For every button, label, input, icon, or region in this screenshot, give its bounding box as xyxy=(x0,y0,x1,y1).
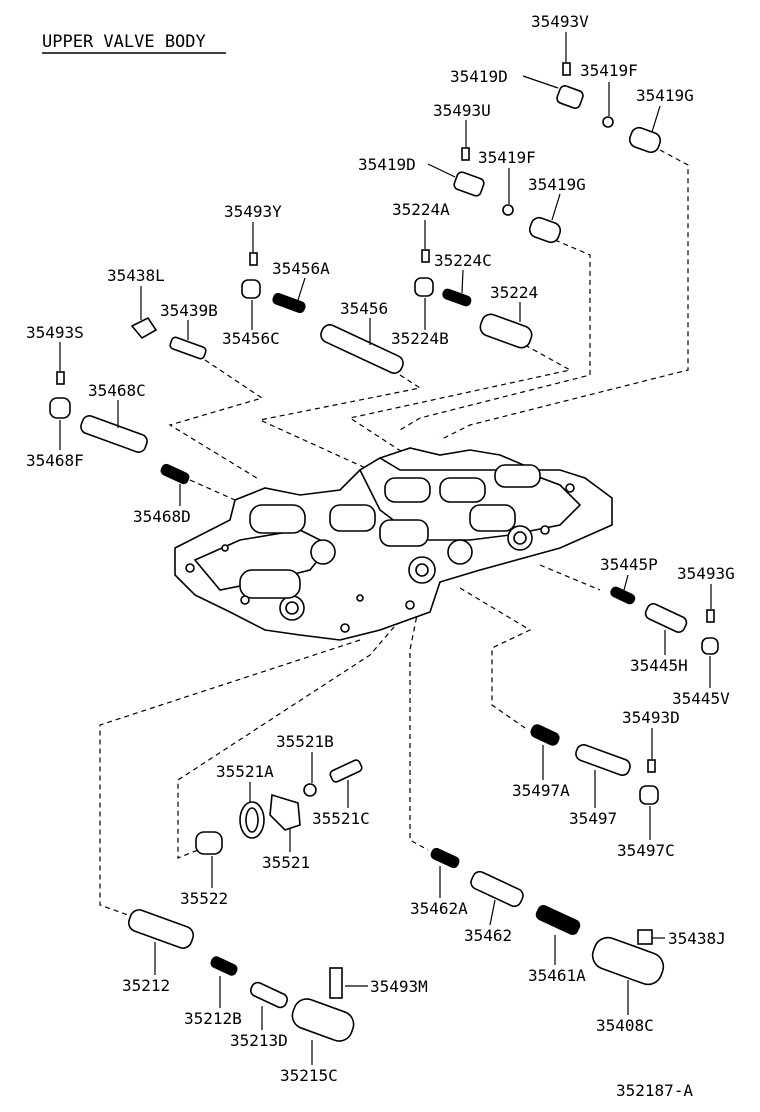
label-35212B: 35212B xyxy=(184,1009,242,1028)
part-35493M-drawing xyxy=(329,967,343,999)
part-35493S-drawing xyxy=(56,371,65,385)
label-35456C: 35456C xyxy=(222,329,280,348)
label-35224A: 35224A xyxy=(392,200,450,219)
label-35419D-top: 35419D xyxy=(450,67,508,86)
label-35212: 35212 xyxy=(122,976,170,995)
part-35497-valve-drawing xyxy=(575,744,631,776)
label-35462: 35462 xyxy=(464,926,512,945)
part-35462A-spring-drawing xyxy=(430,847,460,869)
label-35493G: 35493G xyxy=(677,564,735,583)
dashed-routing-lines xyxy=(99,149,689,916)
label-35493V: 35493V xyxy=(531,12,589,31)
part-35224C-spring-drawing xyxy=(442,288,472,307)
label-35419G: 35419G xyxy=(528,175,586,194)
part-35438L-clip-drawing xyxy=(130,316,158,340)
label-35521: 35521 xyxy=(262,853,310,872)
label-35419F: 35419F xyxy=(478,148,536,167)
part-35445V-drawing xyxy=(701,637,719,655)
label-35497C: 35497C xyxy=(617,841,675,860)
part-35497A-spring-drawing xyxy=(530,724,560,746)
part-35493U-drawing xyxy=(461,147,470,161)
part-35419D-drawing xyxy=(453,171,485,197)
part-35521A-spring-drawing xyxy=(239,801,265,839)
label-35439B: 35439B xyxy=(160,301,218,320)
label-35224C: 35224C xyxy=(434,251,492,270)
label-35419D: 35419D xyxy=(358,155,416,174)
part-35212-valve-drawing xyxy=(127,909,195,949)
part-35522-sleeve-drawing xyxy=(195,831,223,855)
part-35497C-drawing xyxy=(639,785,659,805)
leader-lines xyxy=(59,32,712,1065)
part-35213D-valve-drawing xyxy=(249,981,289,1009)
label-35456A: 35456A xyxy=(272,259,330,278)
part-35445P-spring-drawing xyxy=(610,586,636,605)
diagram-title: UPPER VALVE BODY xyxy=(42,32,206,52)
part-35224-valve-drawing xyxy=(479,313,533,349)
label-35468D: 35468D xyxy=(133,507,191,526)
label-35213D: 35213D xyxy=(230,1031,288,1050)
label-35521B: 35521B xyxy=(276,732,334,751)
label-35468F: 35468F xyxy=(26,451,84,470)
label-35445H: 35445H xyxy=(630,656,688,675)
label-35408C: 35408C xyxy=(596,1016,654,1035)
part-35224A-drawing xyxy=(421,249,430,263)
part-35445H-valve-drawing xyxy=(644,603,688,633)
part-35468D-spring-drawing xyxy=(160,463,190,485)
part-35521C-bolt-drawing xyxy=(329,759,363,783)
label-35493D: 35493D xyxy=(622,708,680,727)
part-35468F-drawing xyxy=(49,397,71,419)
part-35419G-top-drawing xyxy=(628,126,662,154)
part-35493D-drawing xyxy=(647,759,656,773)
label-35445P: 35445P xyxy=(600,555,658,574)
label-35419G-top: 35419G xyxy=(636,86,694,105)
part-35419F-top-drawing xyxy=(602,116,614,128)
label-35497A: 35497A xyxy=(512,781,570,800)
label-35468C: 35468C xyxy=(88,381,146,400)
figure-id: 352187-A xyxy=(616,1081,693,1100)
part-35521-plate-drawing xyxy=(269,793,301,831)
part-35521B-washer-drawing xyxy=(303,783,317,797)
label-35215C: 35215C xyxy=(280,1066,338,1085)
part-35456A-spring-drawing xyxy=(272,292,306,314)
label-35224: 35224 xyxy=(490,283,538,302)
part-35212B-spring-drawing xyxy=(210,956,238,976)
label-35497: 35497 xyxy=(569,809,617,828)
part-35461A-spring-drawing xyxy=(535,905,581,935)
part-35493Y-drawing xyxy=(249,252,258,266)
label-35445V: 35445V xyxy=(672,689,730,708)
upper-valve-body-casting xyxy=(174,447,613,641)
part-35408C-sleeve-drawing xyxy=(591,936,665,986)
label-35493U: 35493U xyxy=(433,101,491,120)
label-35521C: 35521C xyxy=(312,809,370,828)
label-35224B: 35224B xyxy=(391,329,449,348)
part-35215C-sleeve-drawing xyxy=(291,998,355,1042)
label-35493Y: 35493Y xyxy=(224,202,282,221)
part-35439B-bolt-drawing xyxy=(169,336,207,360)
part-35419F-drawing xyxy=(502,204,514,216)
label-35462A: 35462A xyxy=(410,899,468,918)
label-35438J: 35438J xyxy=(668,929,726,948)
part-number-labels: 35493V 35419D 35419F 35419G 35493U 35419… xyxy=(26,12,735,1100)
part-35493G-drawing xyxy=(706,609,715,623)
part-35224B-drawing xyxy=(414,277,434,297)
label-35438L: 35438L xyxy=(107,266,165,285)
label-35521A: 35521A xyxy=(216,762,274,781)
label-35493S: 35493S xyxy=(26,323,84,342)
part-35468C-valve-drawing xyxy=(80,415,148,453)
part-35456C-drawing xyxy=(241,279,261,299)
label-35461A: 35461A xyxy=(528,966,586,985)
label-35522: 35522 xyxy=(180,889,228,908)
label-35456: 35456 xyxy=(340,299,388,318)
label-35419F-top: 35419F xyxy=(580,61,638,80)
part-35438J-drawing xyxy=(637,929,653,945)
part-35456-valve-drawing xyxy=(320,324,404,374)
label-35493M: 35493M xyxy=(370,977,428,996)
part-35462-valve-drawing xyxy=(470,870,524,908)
part-35493V-drawing xyxy=(562,62,571,76)
part-35419D-top-drawing xyxy=(556,85,584,109)
part-35419G-drawing xyxy=(528,216,562,244)
